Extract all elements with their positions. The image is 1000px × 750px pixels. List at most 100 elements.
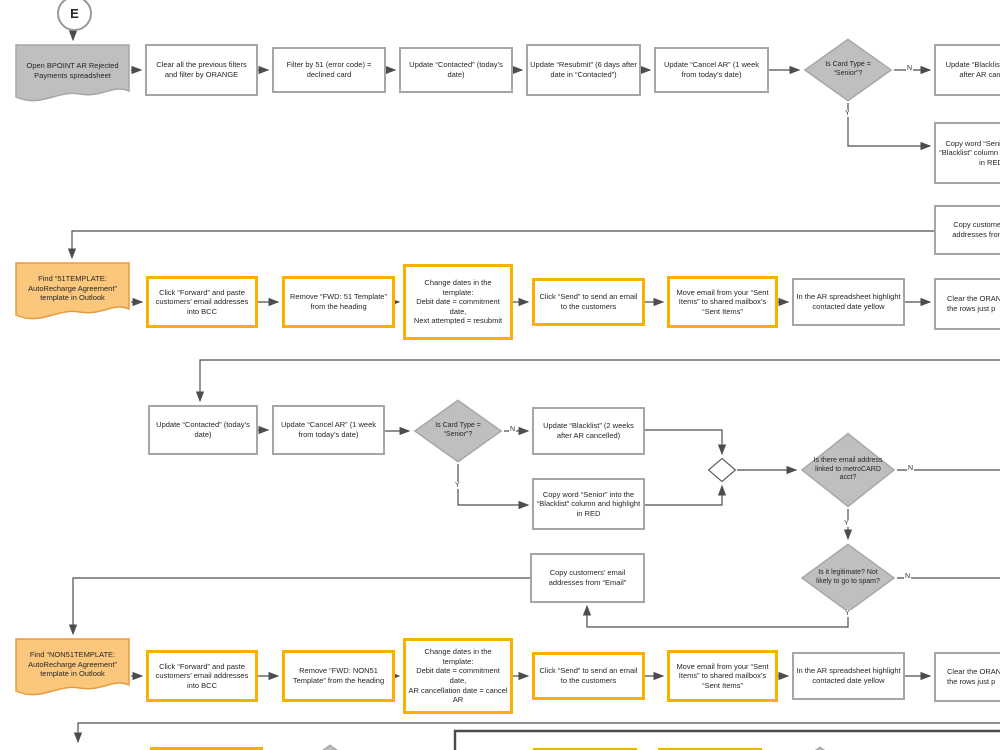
step-label: Copy customers’ email addresses from “Em…	[548, 568, 627, 587]
process-change-dates-non51: Change dates in the template: Debit date…	[403, 638, 513, 714]
process-remove-fwd-51: Remove “FWD: 51 Template” from the headi…	[282, 276, 395, 328]
step-label: Copy word “Senior” into the “Blacklist” …	[536, 489, 641, 518]
step-label: Click “Send” to send an email to the cus…	[539, 292, 638, 311]
diamond-shape	[285, 744, 375, 750]
process-update-blacklist-row1: Update “Blacklist” (2 weeks after AR can…	[934, 44, 1000, 96]
step-label: Move email from your “Sent Items” to sha…	[676, 661, 769, 690]
step-label: Update “Contacted” (today’s date)	[409, 60, 503, 79]
step-label: Filter by 51 (error code) = declined car…	[286, 60, 372, 79]
process-copy-senior-row3: Copy word “Senior” into the “Blacklist” …	[532, 478, 645, 530]
process-filter-51: Filter by 51 (error code) = declined car…	[272, 47, 386, 93]
offpage-connector-label: E	[70, 6, 79, 21]
process-highlight-contacted-row4: In the AR spreadsheet highlight contacte…	[792, 652, 905, 700]
process-partial-row5-b	[533, 748, 637, 750]
branch-label-yes: Y	[454, 482, 461, 489]
connector-yes-branch	[582, 604, 849, 628]
step-label: Update “Blacklist” (2 weeks after AR can…	[945, 60, 1000, 79]
decision-is-legitimate: Is it legitimate? Not likely to go to sp…	[800, 543, 896, 613]
step-label: Copy customers’ email addresses from “Em…	[952, 220, 1000, 239]
connector-yes-branch	[847, 103, 932, 151]
process-update-resubmit: Update “Resubmit” (6 days after date in …	[526, 44, 641, 96]
connector	[645, 484, 727, 506]
process-move-email-row4: Move email from your “Sent Items” to sha…	[667, 650, 778, 702]
step-label: Open BPOINT AR Rejected Payments spreads…	[26, 60, 119, 80]
process-clear-orange-row4: Clear the ORAN the rows just p	[934, 652, 1000, 702]
step-label: Remove “FWD: NON51 Template” from the he…	[292, 666, 385, 685]
merge-connector-diamond	[708, 458, 736, 482]
decision-card-type-row3: Is Card Type = “Senior”?	[413, 399, 503, 463]
decision-email-linked: Is there email address linked to metroCA…	[800, 432, 896, 508]
document-shape	[15, 638, 130, 700]
process-clear-orange-row2: Clear the ORAN the rows just p	[934, 278, 1000, 330]
doc-open-bpoint-spreadsheet: Open BPOINT AR Rejected Payments spreads…	[15, 44, 130, 106]
process-change-dates-51: Change dates in the template: Debit date…	[403, 264, 513, 340]
process-copy-senior-row1: Copy word “Senior” into the “Blacklist” …	[934, 122, 1000, 184]
group-frame	[453, 729, 1000, 750]
step-label: Find “51TEMPLATE: AutoRecharge Agreement…	[28, 274, 117, 303]
branch-label-no: N	[509, 426, 517, 433]
process-partial-row5-c	[658, 748, 762, 750]
diamond-shape	[413, 399, 503, 463]
step-label: Click “Send” to send an email to the cus…	[539, 666, 638, 685]
branch-label-no: N	[906, 65, 914, 72]
step-label: In the AR spreadsheet highlight contacte…	[796, 292, 901, 311]
step-label: Update “Resubmit” (6 days after date in …	[530, 60, 637, 79]
process-clear-filters: Clear all the previous filters and filte…	[145, 44, 258, 96]
connector-yes-branch	[457, 464, 530, 510]
step-label: In the AR spreadsheet highlight contacte…	[796, 666, 901, 685]
step-label: Remove “FWD: 51 Template” from the headi…	[290, 292, 387, 311]
process-partial-row5-a	[150, 747, 263, 750]
step-label: Click “Forward” and paste customers’ ema…	[155, 287, 249, 316]
step-label: Update “Blacklist” (2 weeks after AR can…	[543, 421, 634, 440]
decision-label: Is it legitimate? Not likely to go to sp…	[816, 569, 880, 585]
branch-label-yes: Y	[843, 520, 850, 527]
step-label: Change dates in the template: Debit date…	[413, 278, 503, 326]
step-label: Update “Cancel AR” (1 week from today’s …	[280, 420, 377, 439]
process-update-cancel-ar-row3: Update “Cancel AR” (1 week from today’s …	[272, 405, 385, 455]
process-click-forward-row4: Click “Forward” and paste customers’ ema…	[146, 650, 258, 702]
doc-find-51-template: Find “51TEMPLATE: AutoRecharge Agreement…	[15, 262, 130, 324]
offpage-connector-e: E	[57, 0, 92, 31]
process-copy-emails-row3: Copy customers’ email addresses from “Em…	[530, 553, 645, 603]
document-shape	[15, 262, 130, 324]
process-move-email-row2: Move email from your “Sent Items” to sha…	[667, 276, 778, 328]
process-copy-emails-row1: Copy customers’ email addresses from “Em…	[934, 205, 1000, 255]
decision-partial-row5-b	[775, 746, 865, 750]
process-update-contacted-row1: Update “Contacted” (today’s date)	[399, 47, 513, 93]
doc-find-non51-template: Find “NON51TEMPLATE: AutoRecharge Agreem…	[15, 638, 130, 700]
process-click-send-row4: Click “Send” to send an email to the cus…	[532, 652, 645, 700]
step-label: Clear the ORAN the rows just p	[947, 294, 1000, 313]
decision-label: Is there email address linked to metroCA…	[813, 456, 883, 482]
decision-label: Is Card Type = “Senior”?	[435, 422, 481, 438]
step-label: Move email from your “Sent Items” to sha…	[676, 287, 769, 316]
process-highlight-contacted-row2: In the AR spreadsheet highlight contacte…	[792, 278, 905, 326]
process-update-contacted-row3: Update “Contacted” (today’s date)	[148, 405, 258, 455]
decision-partial-row5-a	[285, 744, 375, 750]
step-label: Change dates in the template: Debit date…	[408, 647, 508, 705]
process-update-cancel-ar-row1: Update “Cancel AR” (1 week from today’s …	[654, 47, 769, 93]
branch-label-no: N	[904, 573, 912, 580]
small-diamond-shape	[708, 458, 736, 482]
process-update-blacklist-row3: Update “Blacklist” (2 weeks after AR can…	[532, 407, 645, 455]
document-shape	[15, 44, 130, 106]
diamond-shape	[803, 38, 893, 102]
step-label: Clear all the previous filters and filte…	[156, 60, 247, 79]
step-label: Clear the ORAN the rows just p	[947, 667, 1000, 686]
branch-label-yes: Y	[844, 610, 851, 617]
process-remove-fwd-non51: Remove “FWD: NON51 Template” from the he…	[282, 650, 395, 702]
connector	[645, 429, 727, 456]
step-label: Find “NON51TEMPLATE: AutoRecharge Agreem…	[28, 650, 117, 679]
diamond-shape	[775, 746, 865, 750]
step-label: Update “Contacted” (today’s date)	[156, 420, 250, 439]
process-click-send-row2: Click “Send” to send an email to the cus…	[532, 278, 645, 326]
connector-loop	[195, 359, 1000, 403]
connector-loop	[68, 577, 530, 636]
decision-label: Is Card Type = “Senior”?	[825, 61, 871, 77]
branch-label-no: N	[907, 465, 915, 472]
branch-label-yes: Y	[844, 110, 851, 117]
decision-card-type-row1: Is Card Type = “Senior”?	[803, 38, 893, 102]
connector-loop	[73, 722, 1000, 744]
diamond-shape	[800, 432, 896, 508]
